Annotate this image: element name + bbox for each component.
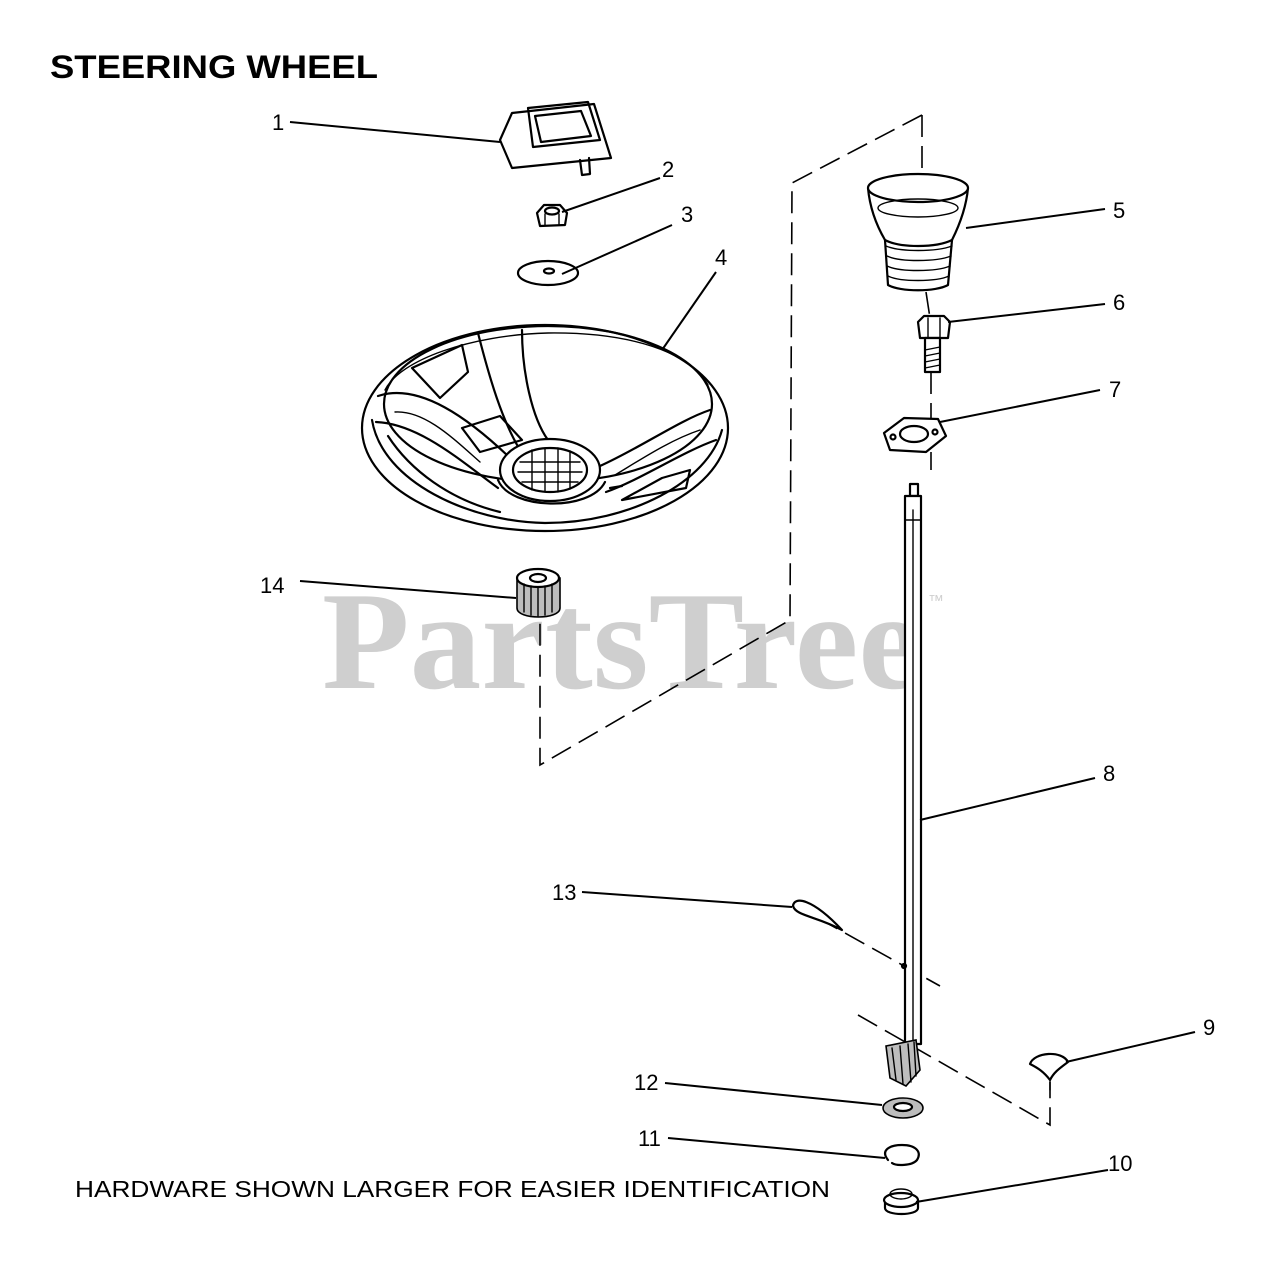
leader-3 <box>561 224 673 275</box>
watermark: PartsTree ™ <box>322 564 944 719</box>
callout-11: 11 <box>638 1126 661 1151</box>
leader-1 <box>289 121 501 143</box>
page-title: STEERING WHEEL <box>50 49 378 85</box>
leader-10 <box>915 1169 1109 1203</box>
leader-lines <box>289 121 1196 1203</box>
part-nut <box>535 203 569 228</box>
leader-8 <box>919 777 1096 821</box>
part-pin <box>1028 1052 1070 1091</box>
callout-2: 2 <box>662 157 674 182</box>
leader-4 <box>661 271 717 351</box>
part-snap-ring <box>884 1143 920 1167</box>
callout-4: 4 <box>715 245 727 270</box>
callout-12: 12 <box>634 1070 658 1095</box>
hardware-note: HARDWARE SHOWN LARGER FOR EASIER IDENTIF… <box>75 1176 830 1202</box>
watermark-text: PartsTree <box>322 564 922 719</box>
assembly-line-cotter-pin <box>817 917 941 987</box>
callout-6: 6 <box>1113 290 1125 315</box>
part-washer <box>516 259 580 287</box>
callouts: 1 2 3 4 5 6 7 8 9 10 11 12 13 14 <box>260 110 1215 1176</box>
callout-10: 10 <box>1108 1151 1132 1176</box>
callout-8: 8 <box>1103 761 1115 786</box>
watermark-trademark: ™ <box>928 593 944 610</box>
part-bolt <box>916 314 952 374</box>
leader-11 <box>667 1137 886 1159</box>
leader-6 <box>947 303 1106 323</box>
callout-7: 7 <box>1109 377 1121 402</box>
assembly-lines <box>539 114 1051 1127</box>
leader-14 <box>299 580 517 599</box>
callout-3: 3 <box>681 202 693 227</box>
leader-12 <box>664 1082 883 1106</box>
callout-5: 5 <box>1113 198 1125 223</box>
callout-1: 1 <box>272 110 284 135</box>
leader-5 <box>965 208 1106 229</box>
part-flange <box>882 416 948 454</box>
callout-13: 13 <box>552 880 576 905</box>
leader-7 <box>939 389 1101 423</box>
part-plug <box>882 1188 920 1216</box>
assembly-line-wheel <box>539 114 923 767</box>
part-boot <box>866 172 970 292</box>
leader-9 <box>1065 1031 1196 1063</box>
part-cotter-pin <box>791 899 844 932</box>
assembly-line-bolt <box>925 291 931 319</box>
leader-2 <box>561 177 661 213</box>
leader-13 <box>581 891 793 908</box>
part-spline-coupling <box>515 567 561 618</box>
callout-9: 9 <box>1203 1015 1215 1040</box>
assembly-line-pin <box>857 1014 1051 1127</box>
part-shaft <box>885 482 923 1087</box>
callout-14: 14 <box>260 573 284 598</box>
part-steering-wheel <box>360 323 730 533</box>
part-washer-lower <box>882 1097 924 1119</box>
part-center-cap <box>498 100 613 177</box>
